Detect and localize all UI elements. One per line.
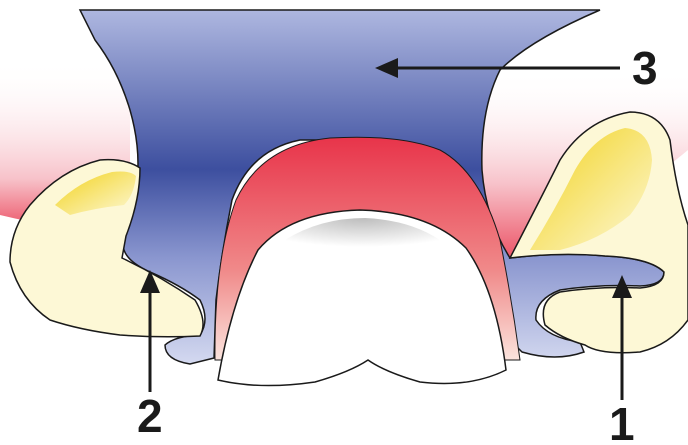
callout-label-2: 2 [137, 390, 163, 442]
callout-label-3: 3 [632, 42, 658, 94]
callout-label-1: 1 [609, 398, 635, 445]
